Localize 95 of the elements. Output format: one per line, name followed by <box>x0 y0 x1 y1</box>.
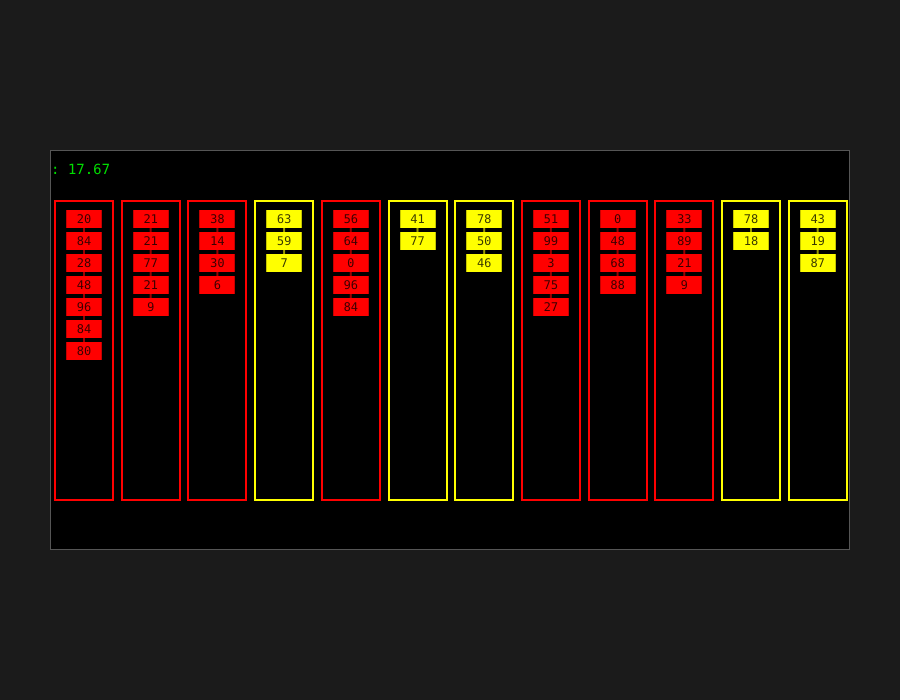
connector-line <box>216 228 218 232</box>
value-tile: 84 <box>332 298 369 316</box>
value-tile: 27 <box>532 298 569 316</box>
connector-line <box>483 250 486 254</box>
value-tile: 48 <box>600 232 636 250</box>
connector-line <box>550 228 552 232</box>
connector-line <box>350 272 352 276</box>
connector-line <box>550 272 552 276</box>
value-tile: 28 <box>66 254 102 272</box>
stack-frame <box>54 200 114 501</box>
connector-line <box>216 250 218 254</box>
value-tile: 87 <box>800 254 836 272</box>
stack-frame <box>788 200 848 501</box>
value-tile: 89 <box>666 232 702 250</box>
connector-line <box>483 228 486 232</box>
value-tile: 63 <box>266 210 302 228</box>
value-tile: 78 <box>466 210 502 228</box>
value-tile: 7 <box>266 254 302 272</box>
connector-line <box>83 294 85 298</box>
value-tile: 50 <box>466 232 502 250</box>
value-tile: 84 <box>66 320 102 338</box>
value-tile: 21 <box>132 276 169 294</box>
value-tile: 41 <box>400 210 436 228</box>
value-tile: 96 <box>332 276 369 294</box>
value-tile: 56 <box>332 210 369 228</box>
stack-frame <box>320 200 381 501</box>
stack-frame <box>721 200 781 501</box>
connector-line <box>616 228 619 232</box>
value-tile: 96 <box>66 298 102 316</box>
connector-line <box>83 338 85 342</box>
value-tile: 33 <box>666 210 702 228</box>
stack-frame <box>388 200 448 501</box>
value-tile: 48 <box>66 276 102 294</box>
connector-line <box>750 228 752 232</box>
connector-line <box>83 316 85 320</box>
value-tile: 51 <box>532 210 569 228</box>
value-tile: 9 <box>666 276 702 294</box>
connector-line <box>150 294 152 298</box>
value-tile: 14 <box>199 232 236 250</box>
value-tile: 88 <box>600 276 636 294</box>
value-tile: 18 <box>733 232 769 250</box>
connector-line <box>83 228 85 232</box>
connector-line <box>816 228 819 232</box>
connector-line <box>83 272 85 276</box>
value-tile: 0 <box>600 210 636 228</box>
value-tile: 0 <box>332 254 369 272</box>
value-tile: 59 <box>266 232 302 250</box>
value-tile: 68 <box>600 254 636 272</box>
connector-line <box>683 228 686 232</box>
connector-line <box>283 250 286 254</box>
value-tile: 30 <box>199 254 236 272</box>
stack-frame <box>254 200 314 501</box>
stack-frame <box>187 200 248 501</box>
connector-line <box>816 250 819 254</box>
value-tile: 43 <box>800 210 836 228</box>
readout-text: : 17.67 <box>51 161 110 179</box>
value-tile: 20 <box>66 210 102 228</box>
connector-line <box>216 272 218 276</box>
value-tile: 21 <box>132 210 169 228</box>
value-tile: 64 <box>332 232 369 250</box>
value-tile: 9 <box>132 298 169 316</box>
value-tile: 78 <box>733 210 769 228</box>
value-tile: 80 <box>66 342 102 360</box>
connector-line <box>350 294 352 298</box>
value-tile: 21 <box>132 232 169 250</box>
connector-line <box>283 228 286 232</box>
connector-line <box>83 250 85 254</box>
connector-line <box>150 250 152 254</box>
value-tile: 38 <box>199 210 236 228</box>
connector-line <box>683 250 686 254</box>
connector-line <box>350 250 352 254</box>
value-tile: 77 <box>132 254 169 272</box>
stack-frame <box>120 200 181 501</box>
stack-frame <box>454 200 514 501</box>
connector-line <box>416 228 418 232</box>
stack-frame <box>654 200 714 501</box>
value-tile: 6 <box>199 276 236 294</box>
stack-frame <box>588 200 648 501</box>
stack-frame <box>520 200 581 501</box>
connector-line <box>550 294 552 298</box>
connector-line <box>550 250 552 254</box>
connector-line <box>150 272 152 276</box>
connector-line <box>616 250 619 254</box>
value-tile: 75 <box>532 276 569 294</box>
value-tile: 46 <box>466 254 502 272</box>
value-tile: 77 <box>400 232 436 250</box>
connector-line <box>616 272 619 276</box>
connector-line <box>683 272 686 276</box>
value-tile: 21 <box>666 254 702 272</box>
value-tile: 3 <box>532 254 569 272</box>
connector-line <box>350 228 352 232</box>
value-tile: 99 <box>532 232 569 250</box>
value-tile: 19 <box>800 232 836 250</box>
value-tile: 84 <box>66 232 102 250</box>
connector-line <box>150 228 152 232</box>
